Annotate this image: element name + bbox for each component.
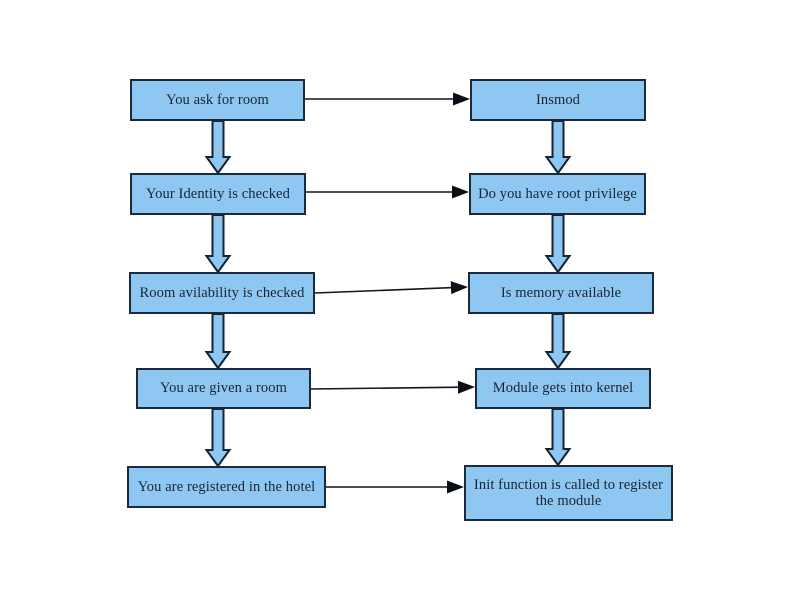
flow-node-l2[interactable]: Your Identity is checked — [130, 173, 306, 215]
connector-arrowhead-h-l2-r2 — [452, 185, 469, 199]
flow-node-r2[interactable]: Do you have root privilege — [469, 173, 646, 215]
connector-line-h-l4-r4 — [310, 386, 461, 390]
flow-node-label: Your Identity is checked — [146, 185, 290, 202]
flow-node-r3[interactable]: Is memory available — [468, 272, 654, 314]
horizontal-arrow-layer — [305, 92, 475, 494]
flow-node-r5[interactable]: Init function is called to register the … — [464, 465, 673, 521]
flow-node-label: You are registered in the hotel — [137, 478, 316, 495]
block-arrow-v-l4-l5 — [204, 408, 232, 468]
flow-node-l4[interactable]: You are given a room — [136, 368, 311, 409]
flow-node-l5[interactable]: You are registered in the hotel — [127, 466, 326, 508]
block-arrow-v-l2-l3 — [204, 214, 232, 274]
connector-arrowhead-h-l3-r3 — [450, 281, 468, 295]
block-arrow-v-r2-r3 — [544, 214, 572, 274]
connector-arrowhead-h-l4-r4 — [457, 380, 475, 394]
block-arrow-v-r1-r2 — [544, 120, 572, 175]
block-arrow-v-l3-l4 — [204, 313, 232, 370]
block-arrow-v-r4-r5 — [544, 408, 572, 467]
flow-node-label: Do you have root privilege — [478, 185, 637, 202]
flow-node-l1[interactable]: You ask for room — [130, 79, 305, 121]
flow-node-label: You are given a room — [160, 380, 287, 397]
flow-node-l3[interactable]: Room avilability is checked — [129, 272, 315, 314]
flow-node-label: Module gets into kernel — [492, 380, 634, 397]
connector-line-h-l3-r3 — [314, 286, 454, 294]
flow-node-label: Is memory available — [500, 284, 622, 301]
flow-node-label: Room avilability is checked — [139, 284, 305, 301]
connector-arrowhead-h-l5-r5 — [447, 480, 464, 494]
block-arrow-v-l1-l2 — [204, 120, 232, 175]
connector-arrowhead-h-l1-r1 — [453, 92, 470, 106]
flow-node-label: Init function is called to register the … — [473, 476, 664, 509]
flow-node-label: You ask for room — [166, 91, 269, 108]
block-arrow-v-r3-r4 — [544, 313, 572, 370]
flow-node-r4[interactable]: Module gets into kernel — [475, 368, 651, 409]
flow-node-r1[interactable]: Insmod — [470, 79, 646, 121]
flow-node-label: Insmod — [535, 91, 581, 108]
